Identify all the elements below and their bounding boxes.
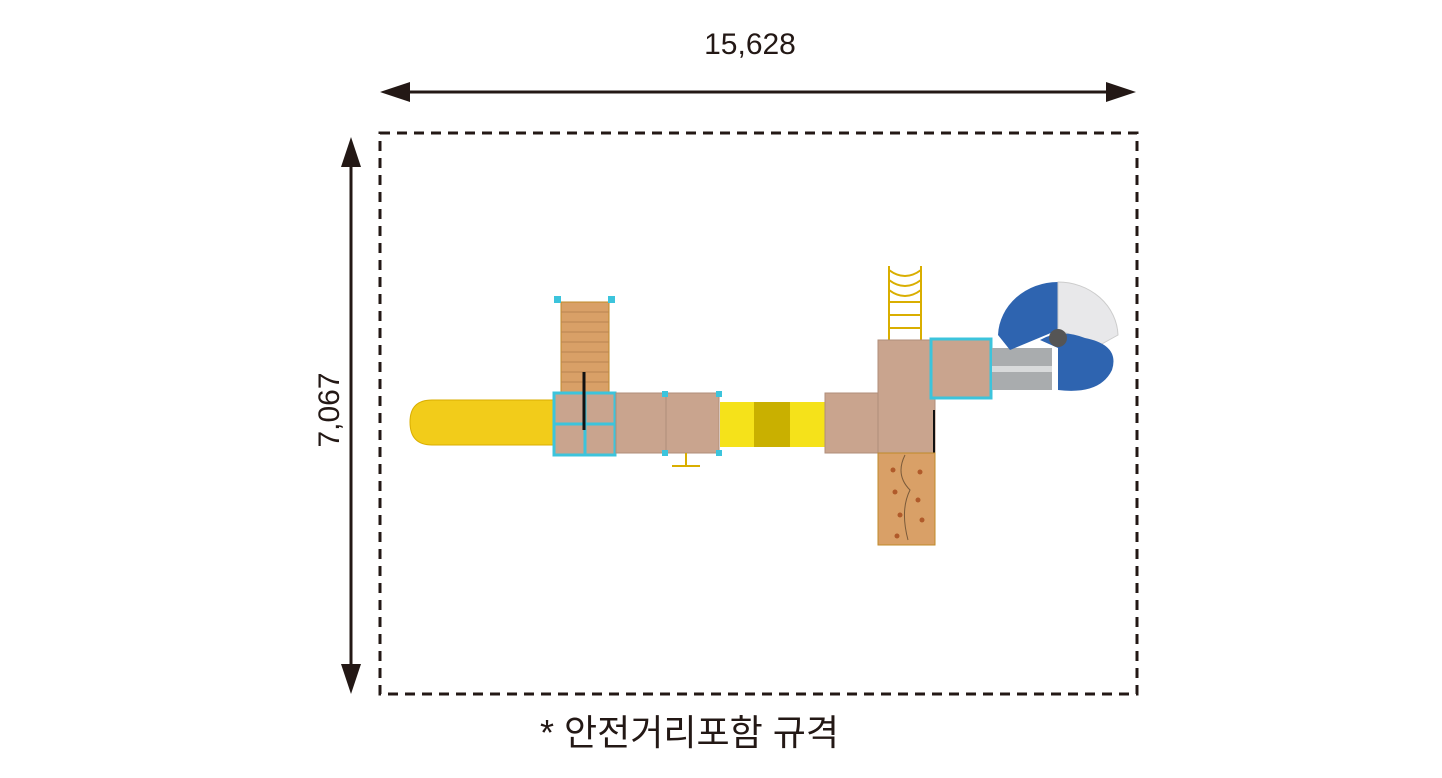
safety-distance-note: * 안전거리포함 규격 xyxy=(540,712,839,753)
safety-area-boundary xyxy=(378,131,1139,696)
spiral-slide xyxy=(998,281,1119,391)
tower-deck xyxy=(877,339,936,454)
deck-3 xyxy=(665,392,720,454)
yellow-slide xyxy=(409,399,556,446)
deck-2 xyxy=(615,392,667,454)
width-dimension-label: 15,628 xyxy=(704,28,796,61)
height-dimension-label: 7,067 xyxy=(313,372,346,448)
left-stairs xyxy=(554,296,615,395)
right-deck xyxy=(929,337,993,400)
climbing-wall xyxy=(877,452,936,546)
width-dimension-arrow xyxy=(380,82,1136,102)
deck-4 xyxy=(824,392,881,454)
arch-ladder xyxy=(888,266,922,340)
height-dimension-arrow xyxy=(341,137,361,694)
playground-structure-illustration xyxy=(409,266,1119,546)
